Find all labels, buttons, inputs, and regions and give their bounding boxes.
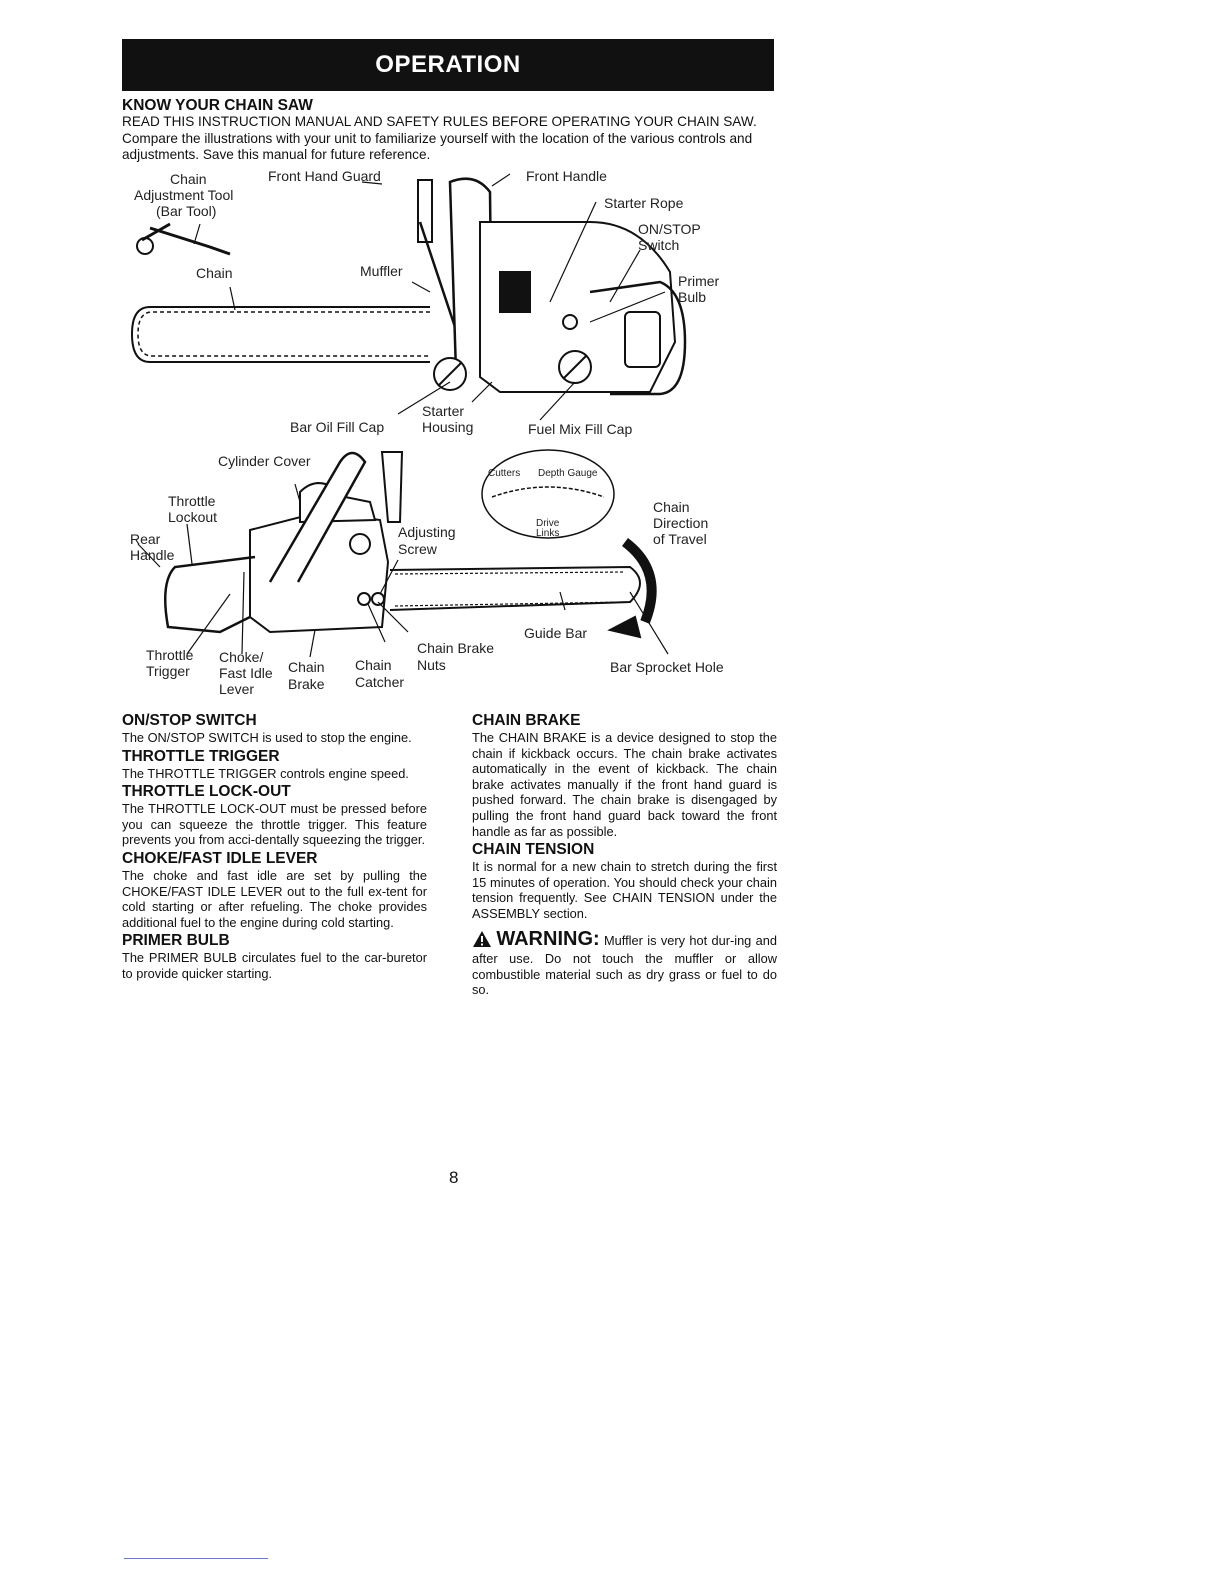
section-on-stop-switch: ON/STOP SWITCH The ON/STOP SWITCH is use…: [122, 712, 427, 746]
label-chain-direction-1: Chain: [653, 499, 690, 515]
label-rear-handle-1: Rear: [130, 531, 161, 547]
label-muffler: Muffler: [360, 263, 403, 279]
section-heading: CHAIN BRAKE: [472, 712, 581, 729]
section-text: The ON/STOP SWITCH is used to stop the e…: [122, 730, 412, 745]
label-chain: Chain: [196, 265, 233, 281]
label-cylinder-cover: Cylinder Cover: [218, 453, 311, 469]
intro-paragraph: READ THIS INSTRUCTION MANUAL AND SAFETY …: [122, 114, 777, 164]
label-primer-1: Primer: [678, 273, 720, 289]
chain-saw-diagram: Chain Adjustment Tool (Bar Tool) Front H…: [130, 168, 724, 697]
intro-heading: KNOW YOUR CHAIN SAW: [122, 97, 313, 114]
label-chain-brake-2: Brake: [288, 676, 325, 692]
label-front-hand-guard: Front Hand Guard: [268, 168, 381, 184]
label-chain-brake-1: Chain: [288, 659, 325, 675]
label-depth-gauge: Depth Gauge: [538, 468, 598, 479]
section-heading: CHAIN TENSION: [472, 841, 595, 859]
label-throttle-lockout-1: Throttle: [168, 493, 216, 509]
label-choke-1: Choke/: [219, 649, 263, 665]
section-chain-brake: CHAIN BRAKE The CHAIN BRAKE is a device …: [472, 712, 777, 839]
label-front-handle: Front Handle: [526, 168, 607, 184]
label-throttle-trigger-1: Throttle: [146, 647, 194, 663]
label-starter-2: Housing: [422, 419, 473, 435]
label-rear-handle-2: Handle: [130, 547, 175, 563]
label-throttle-lockout-2: Lockout: [168, 509, 217, 525]
section-text: The THROTTLE TRIGGER controls engine spe…: [122, 765, 409, 781]
label-adjusting-screw-1: Adjusting: [398, 524, 456, 540]
label-bar-oil-fill-cap: Bar Oil Fill Cap: [290, 419, 384, 435]
label-drive-links-2: Links: [536, 528, 559, 539]
label-chain-tool-2: Adjustment Tool: [134, 187, 233, 203]
section-title-banner: OPERATION: [122, 39, 774, 91]
label-fuel-mix-fill-cap: Fuel Mix Fill Cap: [528, 421, 632, 437]
label-adjusting-screw-2: Screw: [398, 541, 438, 557]
label-choke-2: Fast Idle: [219, 665, 273, 681]
footer-divider: [124, 1558, 268, 1559]
page-title: OPERATION: [375, 51, 521, 78]
label-chain-brake-top: Chain Brake: [417, 640, 494, 656]
label-on-stop-2: Switch: [638, 237, 679, 253]
section-chain-tension: CHAIN TENSION It is normal for a new cha…: [472, 841, 777, 921]
section-text: The CHAIN BRAKE is a device designed to …: [472, 730, 777, 839]
intro-text-caps: READ THIS INSTRUCTION MANUAL AND SAFETY …: [122, 114, 757, 129]
bottom-chainsaw-illustration: [137, 449, 669, 658]
top-chainsaw-illustration: [130, 173, 687, 421]
label-chain-tool-3: (Bar Tool): [156, 203, 216, 219]
section-choke-fast-idle: CHOKE/FAST IDLE LEVER The choke and fast…: [122, 850, 427, 930]
page-number: 8: [449, 1168, 459, 1187]
label-chain-catcher-1: Chain: [355, 657, 392, 673]
label-primer-2: Bulb: [678, 289, 706, 305]
label-chain-tool-1: Chain: [170, 171, 207, 187]
label-choke-3: Lever: [219, 681, 254, 697]
label-cutters: Cutters: [488, 468, 520, 479]
label-guide-bar: Guide Bar: [524, 625, 587, 641]
label-throttle-trigger-2: Trigger: [146, 663, 190, 679]
section-heading: CHOKE/FAST IDLE LEVER: [122, 849, 318, 867]
section-heading: PRIMER BULB: [122, 932, 230, 950]
warning-icon: [472, 930, 492, 952]
label-chain-direction-3: of Travel: [653, 531, 707, 547]
label-starter-1: Starter: [422, 403, 464, 419]
section-text: The THROTTLE LOCK-OUT must be pressed be…: [122, 801, 427, 848]
label-on-stop-1: ON/STOP: [638, 221, 701, 237]
section-primer-bulb: PRIMER BULB The PRIMER BULB circulates f…: [122, 932, 427, 981]
label-chain-direction-2: Direction: [653, 515, 708, 531]
section-text: The PRIMER BULB circulates fuel to the c…: [122, 950, 427, 981]
right-column: CHAIN BRAKE The CHAIN BRAKE is a device …: [472, 712, 777, 998]
intro-text-body: Compare the illustrations with your unit…: [122, 130, 753, 163]
label-drive-links-1: Drive: [536, 518, 560, 529]
section-throttle-lockout: THROTTLE LOCK-OUT The THROTTLE LOCK-OUT …: [122, 783, 427, 848]
warning-block: WARNING: Muffler is very hot dur-ing and…: [472, 927, 777, 998]
label-bar-sprocket-hole: Bar Sprocket Hole: [610, 659, 724, 675]
warning-text: Muffler is very hot dur-ing and after us…: [472, 932, 777, 998]
section-text: The choke and fast idle are set by pulli…: [122, 867, 427, 930]
warning-label: WARNING:: [496, 927, 600, 950]
section-text: It is normal for a new chain to stretch …: [472, 859, 777, 921]
section-throttle-trigger: THROTTLE TRIGGER The THROTTLE TRIGGER co…: [122, 748, 427, 782]
section-heading: THROTTLE TRIGGER: [122, 747, 280, 765]
left-column: ON/STOP SWITCH The ON/STOP SWITCH is use…: [122, 712, 427, 984]
label-nuts: Nuts: [417, 657, 446, 673]
label-chain-catcher-2: Catcher: [355, 674, 404, 690]
section-heading: THROTTLE LOCK-OUT: [122, 783, 291, 801]
label-starter-rope: Starter Rope: [604, 195, 684, 211]
section-heading: ON/STOP SWITCH: [122, 712, 257, 729]
